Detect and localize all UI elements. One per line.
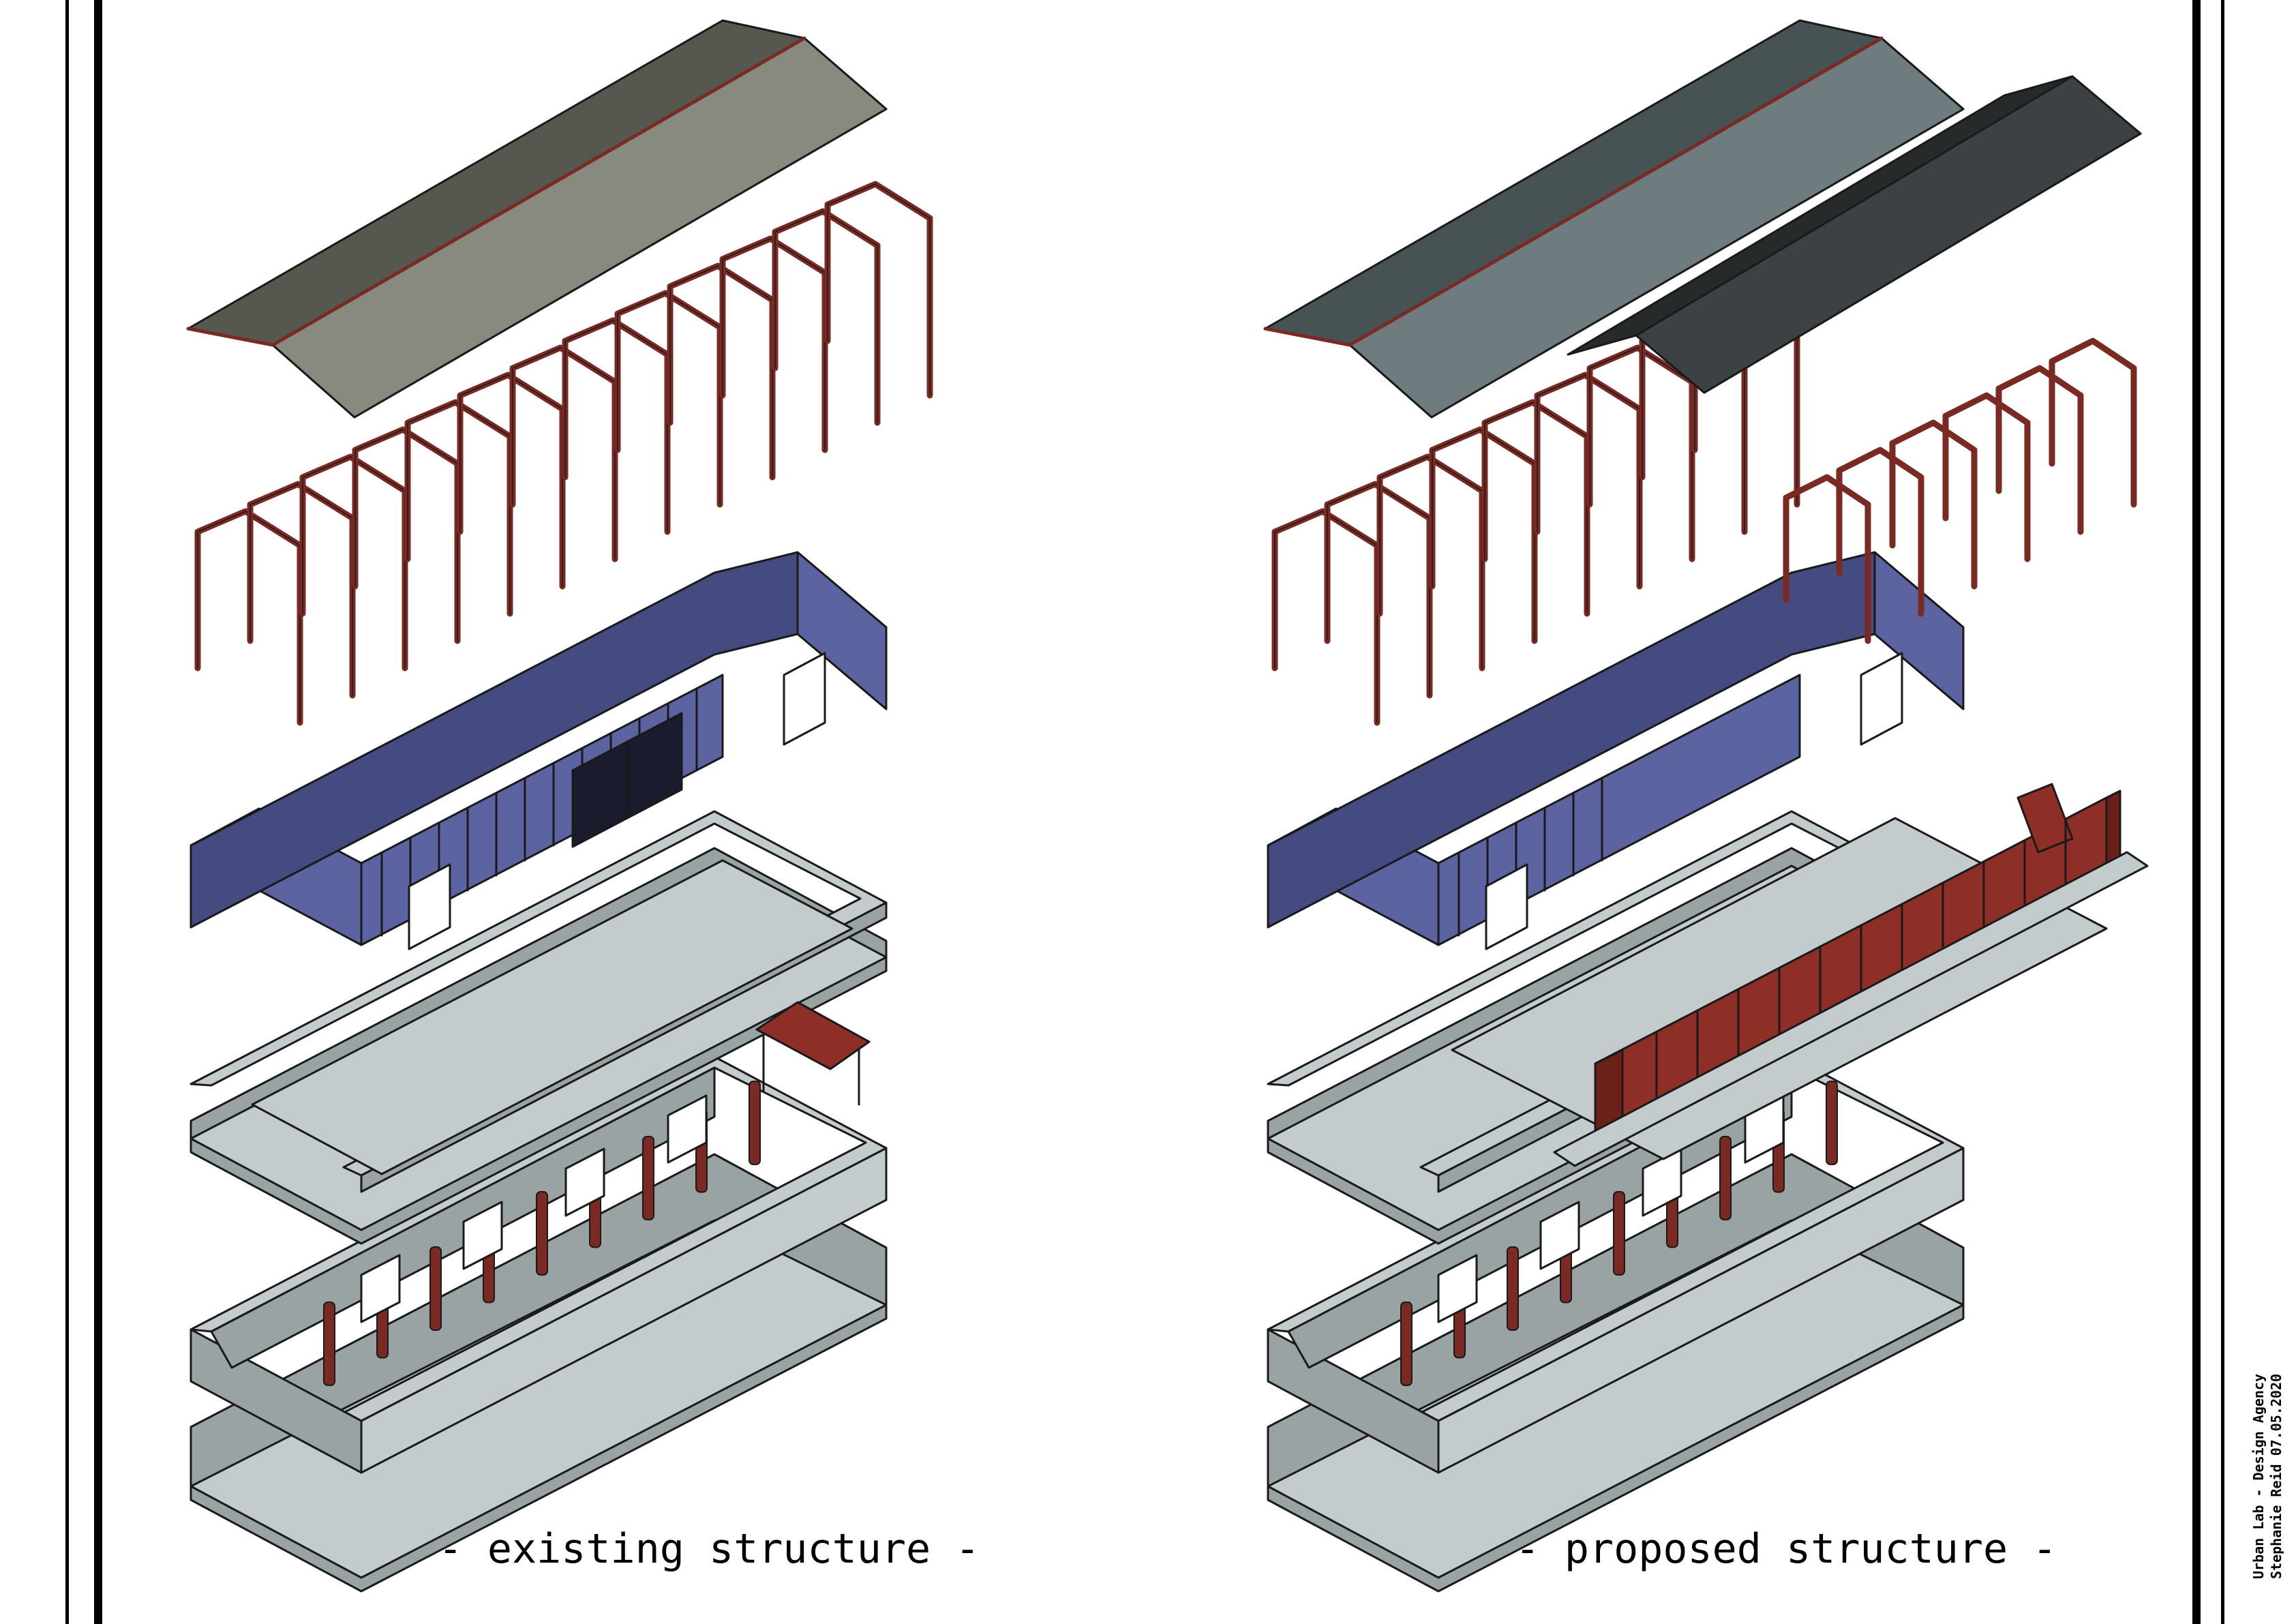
- ground-window: [462, 1201, 503, 1270]
- roof: [186, 19, 888, 419]
- ground-column: [323, 1302, 335, 1386]
- upper-walls: [1267, 551, 1965, 950]
- new-frames: [1783, 337, 2137, 644]
- upper-wall-back: [190, 551, 888, 929]
- border-left-outer: [65, 0, 69, 1624]
- proposed-building: [1263, 19, 2108, 1593]
- border-left-inner: [94, 0, 102, 1624]
- upper-wall-window: [1860, 652, 1903, 746]
- caption-proposed-structure: - proposed structure -: [1515, 1525, 2057, 1573]
- ground-window: [564, 1147, 605, 1217]
- upper-wall-opening: [626, 712, 683, 819]
- upper-wall-front-long: [1437, 674, 1801, 946]
- new-portal-frame: [1889, 419, 1978, 590]
- ground-column: [1400, 1302, 1413, 1386]
- ground-column: [642, 1136, 654, 1220]
- ground-column: [429, 1246, 442, 1331]
- roof-ridge-edge: [186, 36, 806, 347]
- new-portal-frame: [1942, 392, 2031, 562]
- upper-wall-window: [1485, 863, 1528, 950]
- portal-frame-outline: [827, 183, 931, 396]
- caption-existing-structure: - existing structure -: [438, 1525, 980, 1573]
- ground-window: [1437, 1254, 1478, 1323]
- new-deck-top: [1553, 851, 2149, 1167]
- ground-column: [1719, 1136, 1732, 1220]
- ground-column: [1613, 1191, 1625, 1276]
- upper-wall-side: [1873, 551, 1965, 710]
- ground-floor-walls: [190, 1055, 888, 1474]
- proposed-structure-axonometric: [1263, 19, 2149, 1593]
- new-portal-frame: [1836, 447, 1924, 617]
- new-roof: [1567, 75, 2142, 394]
- new-deck: [1553, 851, 2149, 1167]
- first-floor-infill: [251, 859, 854, 1175]
- border-right-outer: [2221, 0, 2224, 1624]
- new-portal-frame: [2049, 337, 2137, 508]
- upper-walls: [190, 551, 888, 950]
- portal-frames: [194, 181, 933, 726]
- portal-frame-outline: [774, 211, 878, 423]
- new-portal-frame: [1783, 474, 1871, 644]
- ground-column: [536, 1191, 548, 1276]
- upper-wall-window: [783, 652, 826, 746]
- new-portal-frame: [1995, 365, 2084, 535]
- ground-wall-back-inner: [210, 1066, 716, 1369]
- upper-wall-side: [796, 551, 888, 710]
- ground-column: [1507, 1246, 1519, 1331]
- first-rim-top: [190, 810, 888, 1177]
- new-wall-curve: [2016, 783, 2074, 854]
- ground-slab-top: [190, 1219, 888, 1579]
- proposed-additions: [1553, 75, 2149, 1167]
- ground-slab-top: [1267, 1219, 1965, 1579]
- title-block-author-date: Stephanie Reid 07.05.2020: [2268, 1373, 2284, 1579]
- ground-column: [749, 1081, 761, 1165]
- upper-wall-window: [408, 863, 451, 950]
- border-right-inner: [2192, 0, 2201, 1624]
- roof: [1263, 19, 1965, 419]
- roof-ridge-edge: [1263, 36, 1884, 347]
- new-walls: [1594, 783, 2121, 1154]
- title-block-agency: Urban Lab - Design Agency: [2250, 1373, 2267, 1579]
- canopy-roof: [755, 1001, 871, 1070]
- new-roof-slope-right: [1635, 75, 2142, 394]
- ground-column: [1826, 1081, 1838, 1165]
- existing-structure-axonometric: [186, 19, 933, 1593]
- first-floor-rim: [190, 810, 888, 1193]
- ground-window: [360, 1254, 401, 1323]
- ground-window: [1539, 1201, 1580, 1270]
- ground-window: [667, 1094, 708, 1164]
